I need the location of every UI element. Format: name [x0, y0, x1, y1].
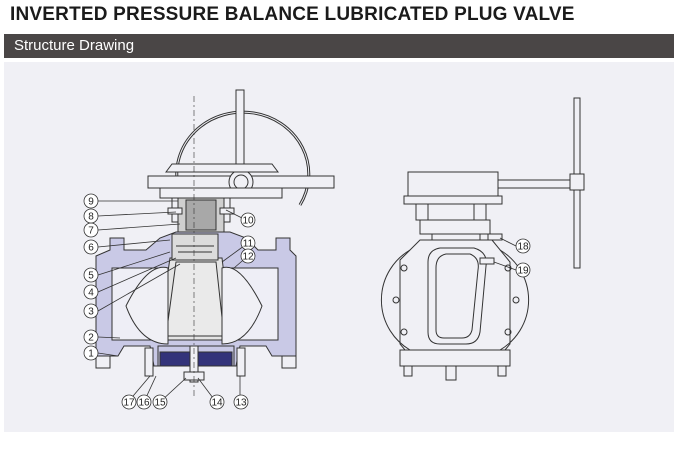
callout-label-11: 11 [243, 239, 254, 250]
callout-label-10: 10 [242, 216, 254, 227]
callout-label-19: 19 [517, 266, 529, 277]
gearbox [407, 171, 499, 197]
callout-circle-13 [233, 394, 249, 410]
callout-circle-14 [209, 394, 225, 410]
callout-circle-6 [83, 239, 99, 255]
callout-label-6: 6 [88, 243, 94, 254]
callout-circle-2 [83, 329, 99, 345]
callout-label-7: 7 [88, 226, 94, 237]
callout-label-9: 9 [88, 197, 94, 208]
page-title: INVERTED PRESSURE BALANCE LUBRICATED PLU… [10, 4, 575, 25]
callout-label-13: 13 [235, 398, 247, 409]
callout-circle-12 [240, 248, 256, 264]
callout-circle-18 [515, 238, 531, 254]
callout-circle-17 [121, 394, 137, 410]
callout-circle-16 [136, 394, 152, 410]
callout-label-17: 17 [123, 398, 135, 409]
callout-circle-1 [83, 345, 99, 361]
callout-circle-10 [240, 212, 256, 228]
callout-label-16: 16 [138, 398, 150, 409]
callout-circle-4 [83, 284, 99, 300]
callout-label-5: 5 [88, 271, 94, 282]
section-title: Structure Drawing [14, 37, 135, 54]
callout-label-14: 14 [211, 398, 223, 409]
callout-label-18: 18 [517, 242, 529, 253]
callout-circle-9 [83, 193, 99, 209]
callout-label-12: 12 [242, 252, 254, 263]
callout-circle-19 [515, 262, 531, 278]
callout-circle-3 [83, 303, 99, 319]
callout-circle-15 [152, 394, 168, 410]
callout-label-15: 15 [154, 398, 166, 409]
callout-circle-5 [83, 267, 99, 283]
section-header-bar: Structure Drawing [4, 34, 674, 58]
callout-circle-8 [83, 208, 99, 224]
callout-label-4: 4 [88, 288, 94, 299]
callout-label-3: 3 [88, 307, 94, 318]
callout-label-2: 2 [88, 333, 94, 344]
callout-label-8: 8 [88, 212, 94, 223]
callout-label-1: 1 [88, 349, 94, 360]
